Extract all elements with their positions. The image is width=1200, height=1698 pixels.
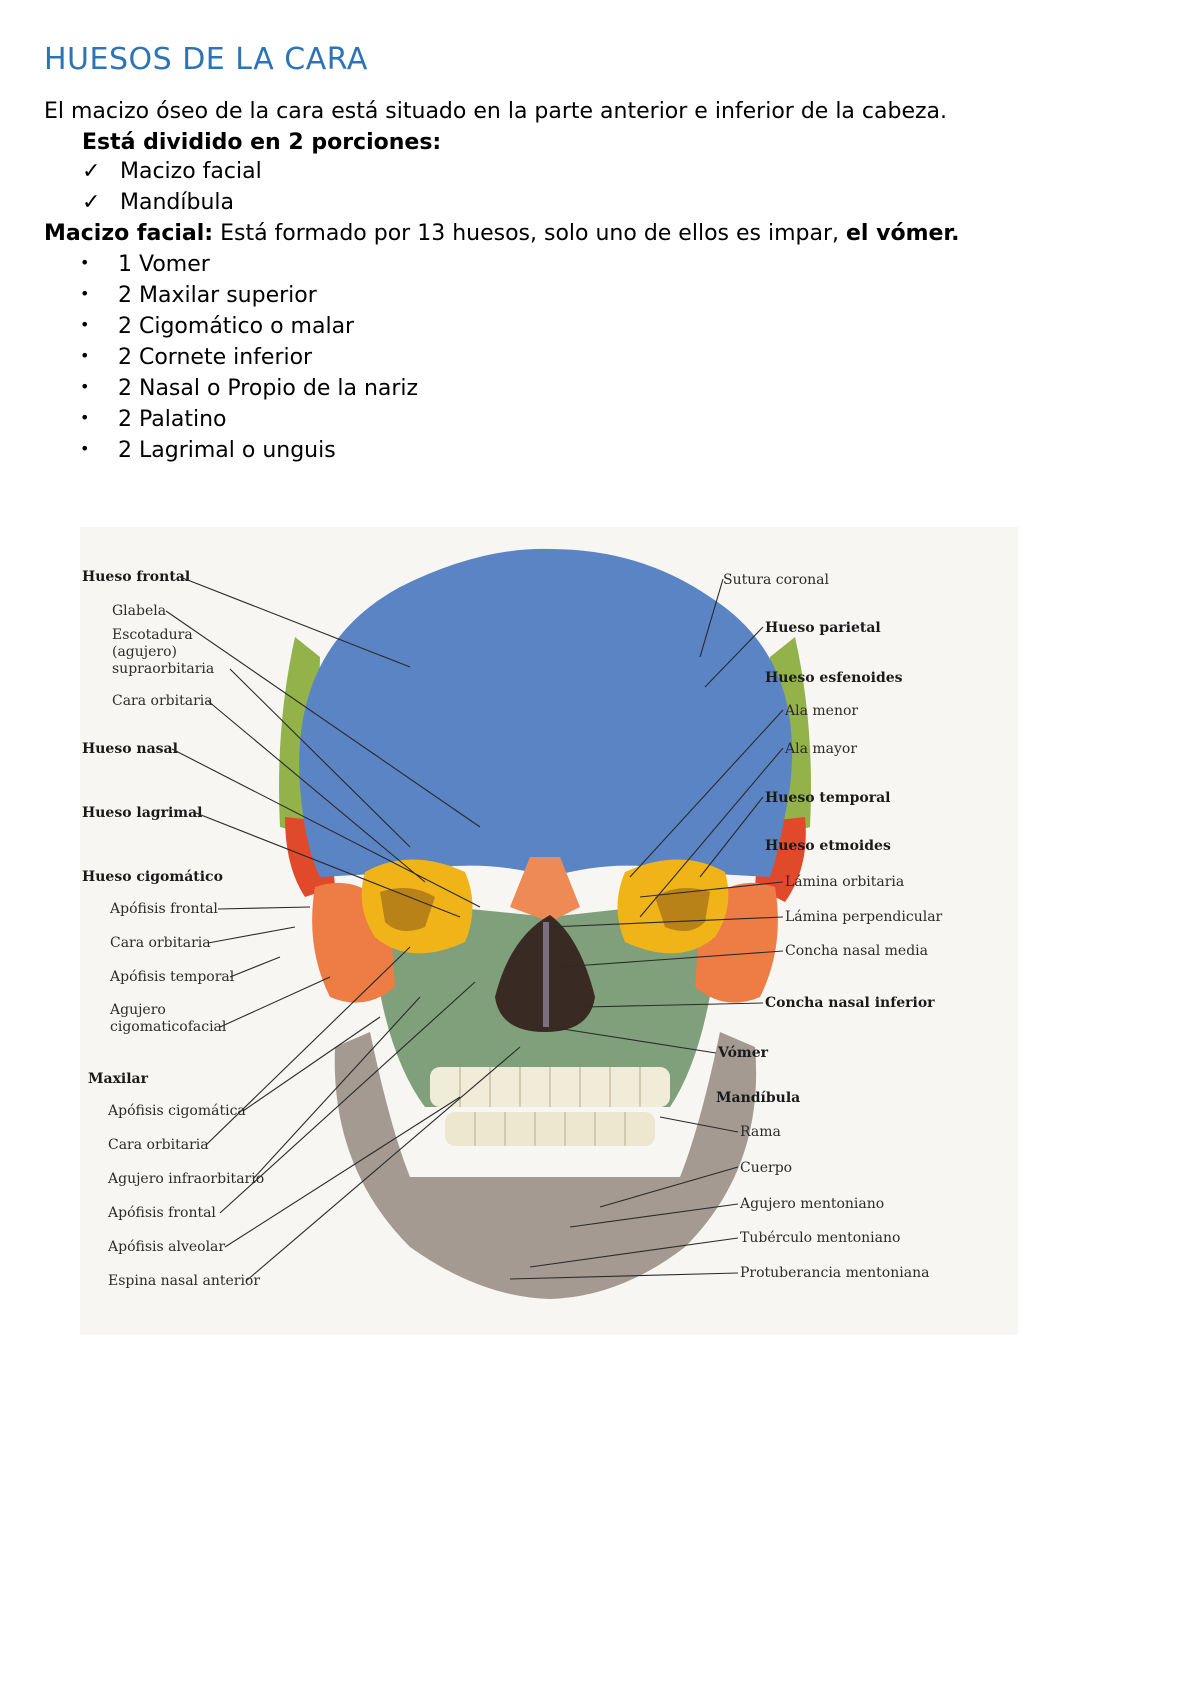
label-hueso-parietal: Hueso parietal [765, 620, 881, 636]
bullet-icon: • [80, 284, 90, 303]
label-hueso-esfenoides: Hueso esfenoides [765, 670, 903, 686]
label-apofisis-alveolar: Apófisis alveolar [107, 1239, 225, 1255]
orbit-left-shadow [380, 888, 435, 931]
label-hueso-nasal: Hueso nasal [82, 741, 178, 757]
bone-label: 2 Maxilar superior [118, 283, 317, 308]
macizo-text: Está formado por 13 huesos, solo uno de … [213, 221, 846, 246]
lower-teeth [445, 1112, 655, 1146]
label-agujero-cig-2: cigomaticofacial [110, 1019, 227, 1035]
checkmark-icon: ✓ [82, 190, 101, 215]
bullet-icon: • [80, 346, 90, 365]
label-ala-menor: Ala menor [784, 703, 858, 719]
label-apofisis-cigomatica: Apófisis cigomática [107, 1103, 246, 1119]
label-cara-orbitaria-mid: Cara orbitaria [110, 935, 211, 951]
label-apofisis-temporal: Apófisis temporal [109, 969, 235, 985]
page-title: HUESOS DE LA CARA [44, 42, 368, 77]
label-escotadura-1: Escotadura [112, 627, 193, 643]
mandible-bone [334, 1032, 757, 1299]
skull-illustration: Hueso frontal Glabela Escotadura (agujer… [82, 548, 943, 1299]
label-escotadura-3: supraorbitaria [112, 661, 214, 677]
portion-item: ✓ Mandíbula [82, 190, 234, 215]
bone-label: 1 Vomer [118, 252, 210, 277]
bone-list-item: • 2 Lagrimal o unguis [80, 438, 336, 463]
bullet-icon: • [80, 377, 90, 396]
label-cara-orbitaria-top: Cara orbitaria [112, 693, 213, 709]
bone-list-item: • 2 Maxilar superior [80, 283, 317, 308]
bone-label: 2 Nasal o Propio de la nariz [118, 376, 419, 401]
bone-label: 2 Lagrimal o unguis [118, 438, 336, 463]
leader-lines [165, 576, 784, 1282]
label-concha-media: Concha nasal media [785, 943, 928, 959]
label-glabela: Glabela [112, 603, 166, 619]
label-agujero-infraorbitario: Agujero infraorbitario [107, 1171, 264, 1187]
label-maxilar: Maxilar [88, 1071, 149, 1087]
label-espina-nasal: Espina nasal anterior [108, 1273, 260, 1289]
frontal-bone [299, 548, 793, 877]
portion-label: Macizo facial [120, 159, 262, 184]
label-mandibula: Mandíbula [716, 1090, 800, 1106]
label-apofisis-frontal-low: Apófisis frontal [107, 1205, 216, 1221]
label-cuerpo: Cuerpo [740, 1160, 792, 1176]
label-concha-inferior: Concha nasal inferior [765, 995, 935, 1011]
division-heading: Está dividido en 2 porciones: [82, 130, 442, 155]
macizo-emphasis: el vómer. [846, 221, 960, 246]
bone-label: 2 Cornete inferior [118, 345, 313, 370]
label-agujero-mentoniano: Agujero mentoniano [739, 1196, 884, 1212]
label-rama: Rama [740, 1124, 781, 1140]
intro-paragraph: El macizo óseo de la cara está situado e… [44, 99, 947, 124]
macizo-paragraph: Macizo facial: Está formado por 13 hueso… [44, 221, 960, 246]
label-ala-mayor: Ala mayor [784, 741, 857, 757]
label-hueso-temporal: Hueso temporal [765, 790, 891, 806]
bone-list-item: • 2 Palatino [80, 407, 227, 432]
bone-list-item: • 2 Cigomático o malar [80, 314, 354, 339]
bone-label: 2 Palatino [118, 407, 227, 432]
label-hueso-lagrimal: Hueso lagrimal [82, 805, 202, 821]
label-hueso-frontal: Hueso frontal [82, 569, 190, 585]
label-apofisis-frontal-top: Apófisis frontal [109, 901, 218, 917]
checkmark-icon: ✓ [82, 159, 101, 184]
label-agujero-cig-1: Agujero [109, 1002, 166, 1018]
label-escotadura-2: (agujero) [112, 644, 177, 660]
bullet-icon: • [80, 315, 90, 334]
teeth-lines [459, 1067, 641, 1146]
portion-item: ✓ Macizo facial [82, 159, 262, 184]
label-hueso-etmoides: Hueso etmoides [765, 838, 891, 854]
nasal-bone [510, 857, 580, 922]
label-protuberancia: Protuberancia mentoniana [740, 1265, 929, 1281]
label-tuberculo: Tubérculo mentoniano [740, 1230, 900, 1246]
bullet-icon: • [80, 408, 90, 427]
label-vomer: Vómer [717, 1045, 769, 1061]
label-sutura-coronal: Sutura coronal [723, 572, 829, 588]
bone-list-item: • 1 Vomer [80, 252, 210, 277]
skull-figure: Hueso frontal Glabela Escotadura (agujer… [80, 527, 1018, 1335]
label-hueso-cigomatico: Hueso cigomático [82, 869, 223, 885]
label-lamina-orbitaria: Lámina orbitaria [785, 874, 904, 890]
bone-list-item: • 2 Cornete inferior [80, 345, 312, 370]
label-cara-orbitaria-low: Cara orbitaria [108, 1137, 209, 1153]
bone-label: 2 Cigomático o malar [118, 314, 355, 339]
bullet-icon: • [80, 253, 90, 272]
macizo-label: Macizo facial: [44, 221, 214, 246]
label-lamina-perpendicular: Lámina perpendicular [785, 909, 943, 925]
bone-list-item: • 2 Nasal o Propio de la nariz [80, 376, 418, 401]
portion-label: Mandíbula [120, 190, 234, 215]
bullet-icon: • [80, 439, 90, 458]
